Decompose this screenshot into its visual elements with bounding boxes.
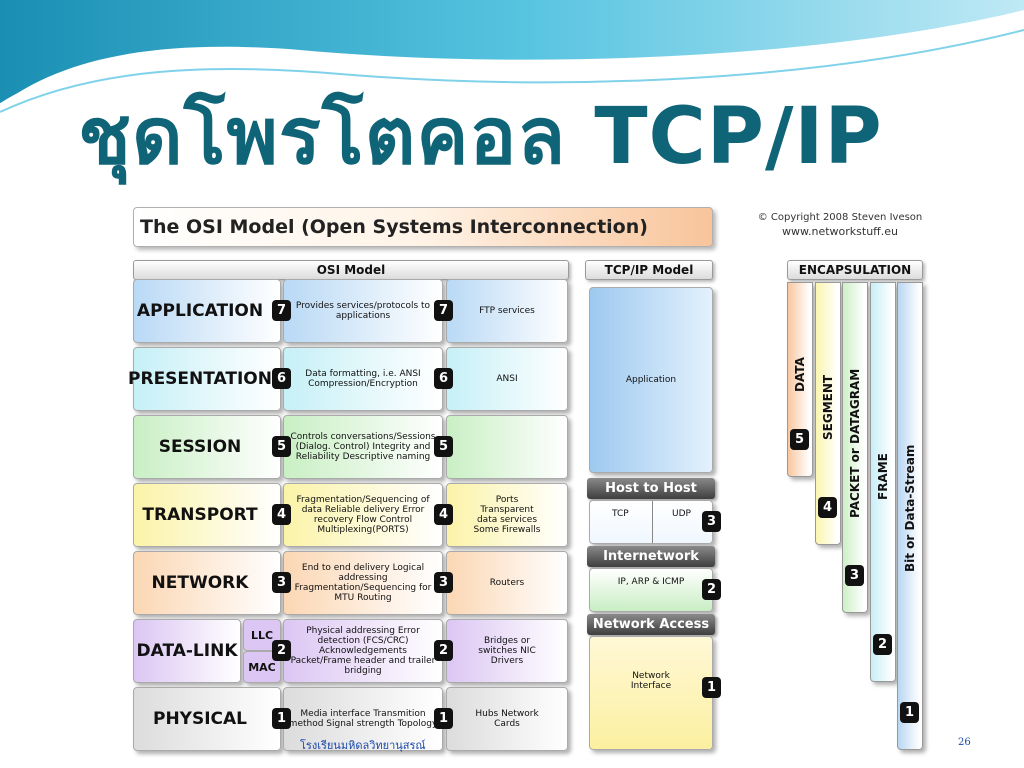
encapsulation-number-badge: 2 xyxy=(873,634,892,655)
osi-layer-name: SESSION xyxy=(158,437,242,457)
osi-layer-name: PHYSICAL xyxy=(152,709,248,729)
internet-protocols-label: IP, ARP & ICMP xyxy=(617,577,685,587)
osi-layer-number-badge: 3 xyxy=(434,572,453,593)
host-to-host-box: TCP UDP xyxy=(589,500,713,544)
footer-school-name: โรงเรียนมหิดลวิทยานุสรณ์ xyxy=(300,739,426,752)
encapsulation-number-badge: 4 xyxy=(818,497,837,518)
page-number: 26 xyxy=(958,737,971,748)
encapsulation-label: SEGMENT xyxy=(821,374,835,440)
tcp-label: TCP xyxy=(612,509,629,519)
tcpip-application-label: Application xyxy=(625,375,677,385)
osi-layer-description-cell: Provides services/protocols to applicati… xyxy=(283,279,443,343)
internetwork-number-badge: 2 xyxy=(702,579,721,600)
osi-layer-examples: Routers xyxy=(489,578,525,588)
osi-layer-examples: ANSI xyxy=(496,374,518,384)
osi-layer-examples-cell: Bridges or switches NIC Drivers xyxy=(446,619,568,683)
osi-layer-number-badge: 5 xyxy=(434,436,453,457)
osi-layer-description-cell: Fragmentation/Sequencing of data Reliabl… xyxy=(283,483,443,547)
osi-layer-description: End to end delivery Logical addressing F… xyxy=(294,563,432,603)
osi-layer-description: Fragmentation/Sequencing of data Reliabl… xyxy=(296,495,430,535)
host-to-host-header: Host to Host xyxy=(587,478,715,499)
internetwork-header: Internetwork xyxy=(587,546,715,567)
tcpip-application-box: Application xyxy=(589,287,713,473)
copyright: © Copyright 2008 Steven Iveson www.netwo… xyxy=(755,211,925,239)
osi-layer-description-cell: Data formatting, i.e. ANSI Compression/E… xyxy=(283,347,443,411)
osi-layer-number-badge: 5 xyxy=(272,436,291,457)
osi-layer-number-badge: 4 xyxy=(434,504,453,525)
osi-layer-examples-cell: Hubs Network Cards xyxy=(446,687,568,751)
encapsulation-label: FRAME xyxy=(876,453,890,500)
osi-layer-name: TRANSPORT xyxy=(142,505,258,525)
copyright-line: © Copyright 2008 Steven Iveson xyxy=(757,212,923,223)
osi-layer-name-cell: NETWORK xyxy=(133,551,281,615)
tcp-udp-divider xyxy=(652,501,653,543)
osi-layer-name-cell: SESSION xyxy=(133,415,281,479)
osi-layer-examples-cell: Ports Transparent data services Some Fir… xyxy=(446,483,568,547)
osi-layer-examples: Hubs Network Cards xyxy=(475,709,539,729)
slide-title: ชุดโพรโตคอล TCP/IP xyxy=(78,92,883,182)
osi-layer-name-cell: APPLICATION xyxy=(133,279,281,343)
osi-layer-examples-cell xyxy=(446,415,568,479)
osi-layer-number-badge: 6 xyxy=(272,368,291,389)
osi-layer-examples-cell: ANSI xyxy=(446,347,568,411)
osi-layer-number-badge: 4 xyxy=(272,504,291,525)
network-interface-label: Network Interface xyxy=(630,671,672,691)
osi-layer-description: Provides services/protocols to applicati… xyxy=(295,301,431,321)
osi-layer-examples: FTP services xyxy=(479,306,535,316)
encapsulation-number-badge: 5 xyxy=(790,429,809,450)
encapsulation-number-badge: 3 xyxy=(845,565,864,586)
tcpip-model-header: TCP/IP Model xyxy=(585,260,713,280)
osi-layer-description: Media interface Transmition method Signa… xyxy=(288,709,438,729)
osi-layer-number-badge: 6 xyxy=(434,368,453,389)
encapsulation-label: PACKET or DATAGRAM xyxy=(848,368,862,518)
osi-layer-examples-cell: FTP services xyxy=(446,279,568,343)
encapsulation-label: Bit or Data-Stream xyxy=(903,444,917,572)
osi-layer-number-badge: 7 xyxy=(272,300,291,321)
udp-label: UDP xyxy=(672,509,691,519)
osi-layer-description: Controls conversations/Sessions (Dialog.… xyxy=(290,432,436,462)
network-access-box: Network Interface xyxy=(589,636,713,750)
diagram-title: The OSI Model (Open Systems Interconnect… xyxy=(133,207,713,247)
osi-layer-description-cell: End to end delivery Logical addressing F… xyxy=(283,551,443,615)
encapsulation-bar xyxy=(870,282,896,682)
osi-layer-description-cell: Controls conversations/Sessions (Dialog.… xyxy=(283,415,443,479)
osi-layer-examples: Bridges or switches NIC Drivers xyxy=(478,636,536,666)
osi-layer-name-cell: PHYSICAL xyxy=(133,687,281,751)
encapsulation-bar xyxy=(897,282,923,750)
osi-layer-name: PRESENTATION xyxy=(128,369,272,389)
osi-layer-examples: Ports Transparent data services Some Fir… xyxy=(473,495,541,535)
host-to-host-number-badge: 3 xyxy=(702,511,721,532)
encapsulation-number-badge: 1 xyxy=(900,702,919,723)
osi-layer-name: DATA-LINK xyxy=(136,641,238,661)
encapsulation-header: ENCAPSULATION xyxy=(787,260,923,280)
osi-layer-name: APPLICATION xyxy=(136,301,264,321)
osi-layer-description: Physical addressing Error detection (FCS… xyxy=(290,626,436,676)
osi-layer-description-cell: Physical addressing Error detection (FCS… xyxy=(283,619,443,683)
encapsulation-label: DATA xyxy=(793,357,807,392)
osi-layer-number-badge: 7 xyxy=(434,300,453,321)
osi-layer-description: Data formatting, i.e. ANSI Compression/E… xyxy=(305,369,421,389)
osi-model-header: OSI Model xyxy=(133,260,569,280)
encapsulation-bar xyxy=(842,282,868,613)
osi-layer-number-badge: 3 xyxy=(272,572,291,593)
header-wave-decoration xyxy=(0,0,1024,113)
osi-layer-name: NETWORK xyxy=(151,573,249,593)
osi-layer-number-badge: 1 xyxy=(434,708,453,729)
network-access-number-badge: 1 xyxy=(702,677,721,698)
osi-layer-number-badge: 1 xyxy=(272,708,291,729)
copyright-url: www.networkstuff.eu xyxy=(782,225,898,238)
osi-layer-name-cell: TRANSPORT xyxy=(133,483,281,547)
osi-layer-name-cell: PRESENTATION xyxy=(128,347,281,411)
osi-layer-number-badge: 2 xyxy=(272,640,291,661)
network-access-header: Network Access xyxy=(587,614,715,635)
osi-layer-name-cell: DATA-LINK xyxy=(133,619,241,683)
osi-layer-number-badge: 2 xyxy=(434,640,453,661)
internetwork-box: IP, ARP & ICMP xyxy=(589,568,713,612)
osi-layer-examples-cell: Routers xyxy=(446,551,568,615)
sublayer-mac: MAC xyxy=(243,651,281,683)
